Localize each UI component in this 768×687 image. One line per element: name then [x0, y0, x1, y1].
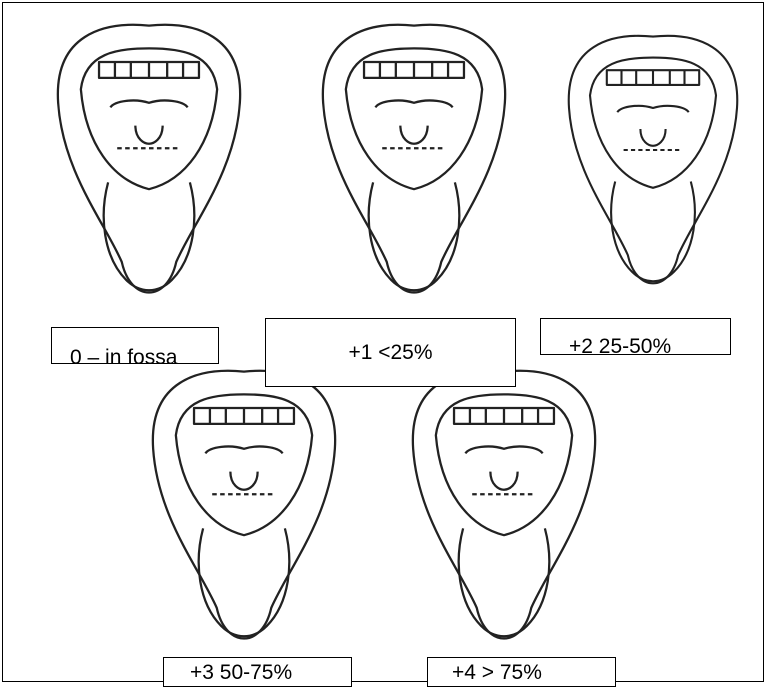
- mouth-grade-3-illustration: [130, 358, 358, 676]
- mouth-grade-0-illustration: [35, 12, 263, 330]
- mouth-grade-2-illustration: [548, 12, 758, 330]
- grade-0-label: 0 – in fossa: [51, 327, 219, 364]
- grade-2-label: +2 25-50%: [540, 318, 731, 355]
- mouth-grade-4-illustration: [390, 358, 618, 676]
- grade-4-label: +4 > 75%: [427, 657, 616, 687]
- grade-3-label: +3 50-75%: [163, 657, 352, 687]
- grade-1-label: +1 <25%: [265, 318, 516, 387]
- mouth-grade-1-illustration: [300, 12, 528, 330]
